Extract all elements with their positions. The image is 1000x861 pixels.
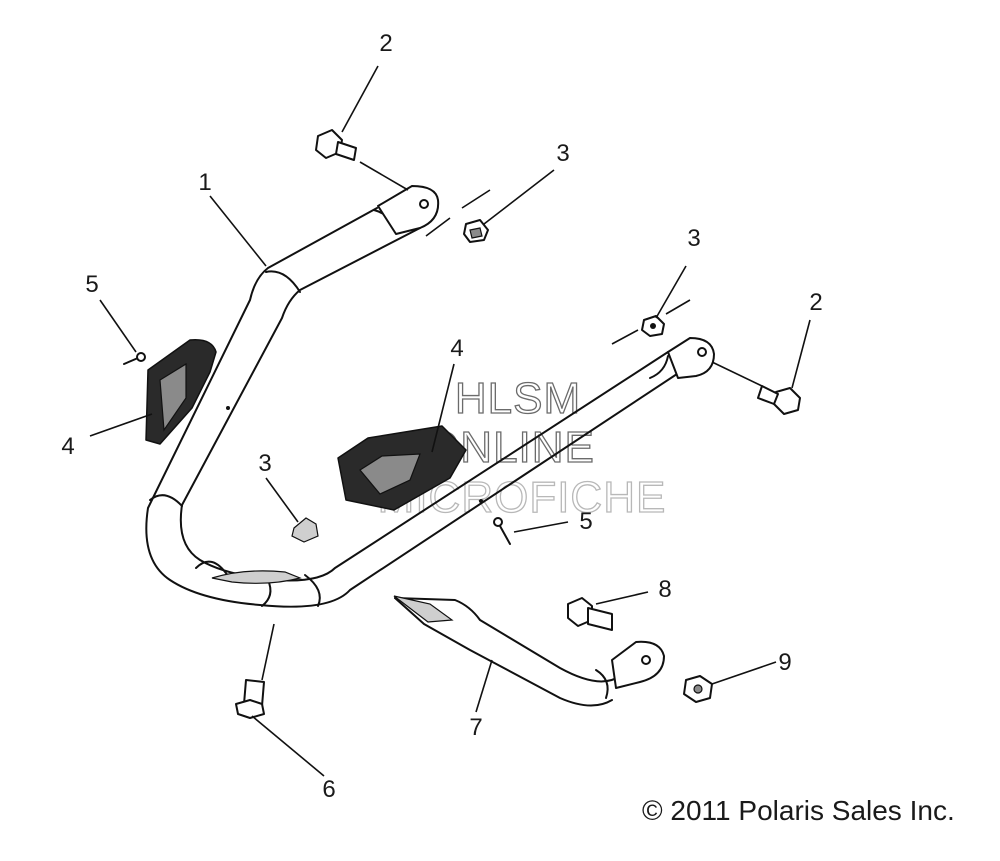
- callout-3-lower: 3: [258, 450, 271, 477]
- part-2-bolt-upper: [315, 129, 357, 161]
- part-3-clip-nut: [291, 517, 319, 543]
- callout-4-center: 4: [450, 335, 463, 362]
- callout-9: 9: [778, 649, 791, 676]
- callout-4-left: 4: [61, 433, 74, 460]
- alignment-lines: [425, 189, 691, 345]
- callout-2-upper: 2: [379, 30, 392, 57]
- callout-7: 7: [469, 714, 482, 741]
- watermark: HLSM ONLINE MICROFICHE: [377, 373, 666, 522]
- part-7-lower-tube: [393, 595, 665, 707]
- part-5-screw-center: [493, 517, 511, 545]
- part-5-screw-left: [123, 352, 146, 365]
- callout-3-right: 3: [687, 225, 700, 252]
- part-8-bolt: [567, 597, 613, 631]
- part-1-bumper-tube: [145, 185, 715, 608]
- part-6-bolt: [235, 679, 265, 719]
- leader-lines: [89, 65, 811, 777]
- part-3-nut-upper: [463, 219, 489, 243]
- callout-2-right: 2: [809, 289, 822, 316]
- part-3-nut-right: [641, 315, 665, 337]
- part-9-nut: [683, 675, 713, 703]
- callout-3-upper: 3: [556, 140, 569, 167]
- callout-5-center: 5: [579, 508, 592, 535]
- callout-6: 6: [322, 776, 335, 803]
- watermark-line-1: HLSM: [455, 374, 581, 423]
- callout-8: 8: [658, 576, 671, 603]
- callout-5-left: 5: [85, 271, 98, 298]
- callout-1: 1: [198, 169, 211, 196]
- callouts: 2 3 1 3 5 2 4 4 3 5 8 9 7 6: [61, 30, 822, 803]
- part-4-guard-left: [145, 339, 217, 445]
- part-2-bolt-right: [757, 385, 801, 415]
- copyright-text: © 2011 Polaris Sales Inc.: [642, 795, 955, 826]
